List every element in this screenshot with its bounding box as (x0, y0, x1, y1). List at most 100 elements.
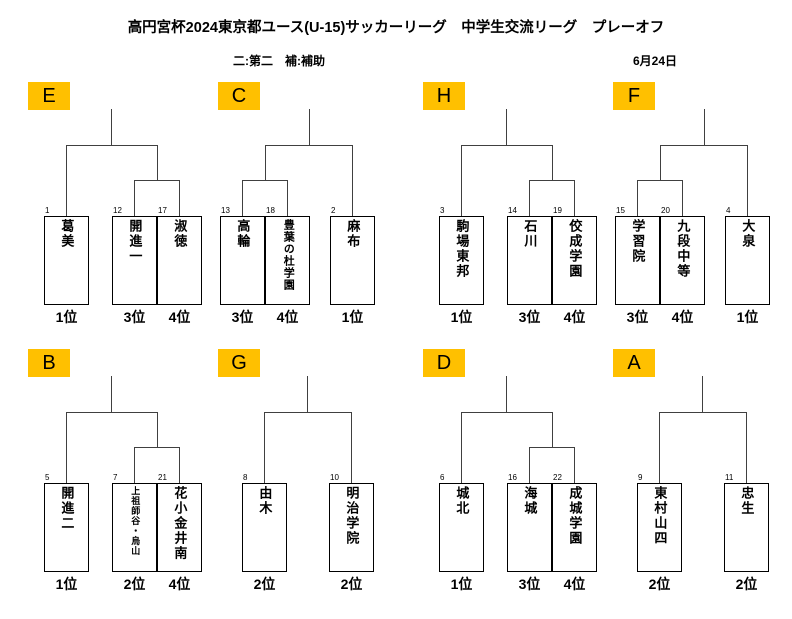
team-name: 花小金井南 (172, 486, 188, 561)
team-rank: 1位 (341, 309, 364, 325)
team-slot: 3 駒場東邦 1位 (439, 206, 484, 327)
connector-line (529, 180, 575, 181)
team-box: 開進二 (44, 483, 89, 572)
team-slot: 20 九段中等 4位 (660, 206, 705, 327)
team-name: 石川 (522, 219, 538, 249)
team-number: 14 (508, 206, 517, 215)
team-box: 駒場東邦 (439, 216, 484, 305)
bracket-group-b: B 5 開進二 1位 7 上祖師谷・烏山 2位 21 花小金井南 4位 (20, 347, 210, 599)
team-box: 花小金井南 (157, 483, 202, 572)
group-label: A (613, 349, 655, 377)
connector-line (461, 145, 553, 146)
team-slot: 16 海城 3位 (507, 473, 552, 594)
team-slot: 5 開進二 1位 (44, 473, 89, 594)
team-number: 5 (45, 473, 50, 482)
bracket-group-h: H 3 駒場東邦 1位 14 石川 3位 19 佼成学園 4位 (415, 80, 605, 332)
team-name: 葛美 (59, 219, 75, 249)
connector-line (264, 412, 265, 483)
team-rank: 4位 (168, 309, 191, 325)
connector-line (552, 145, 553, 180)
connector-line (157, 412, 158, 447)
team-rank: 1位 (55, 576, 78, 592)
team-name: 淑徳 (172, 219, 188, 249)
team-slot: 8 由木 2位 (242, 473, 287, 594)
team-name: 忠生 (739, 486, 755, 516)
team-box: 海城 (507, 483, 552, 572)
connector-line (134, 447, 135, 483)
team-name: 豊葉の杜学園 (282, 219, 295, 291)
group-label: C (218, 82, 260, 110)
connector-line (179, 447, 180, 483)
connector-line (506, 376, 507, 412)
team-box: 麻布 (330, 216, 375, 305)
team-slot: 17 淑徳 4位 (157, 206, 202, 327)
team-slot: 14 石川 3位 (507, 206, 552, 327)
team-rank: 4位 (563, 576, 586, 592)
bracket-group-g: G 8 由木 2位 10 明治学院 2位 (210, 347, 400, 599)
team-name: 明治学院 (344, 486, 360, 546)
team-name: 海城 (522, 486, 538, 516)
bracket-group-c: C 13 高輪 3位 18 豊葉の杜学園 4位 2 麻布 1位 (210, 80, 400, 332)
team-box: 東村山四 (637, 483, 682, 572)
connector-line (552, 412, 553, 447)
group-label: E (28, 82, 70, 110)
team-name: 大泉 (740, 219, 756, 249)
team-box: 明治学院 (329, 483, 374, 572)
group-label: G (218, 349, 260, 377)
team-number: 7 (113, 473, 118, 482)
team-rank: 4位 (671, 309, 694, 325)
team-box: 成城学園 (552, 483, 597, 572)
connector-line (461, 412, 553, 413)
team-box: 城北 (439, 483, 484, 572)
team-box: 由木 (242, 483, 287, 572)
page-title: 高円宮杯2024東京都ユース(U-15)サッカーリーグ 中学生交流リーグ プレー… (127, 20, 665, 36)
team-name: 佼成学園 (567, 219, 583, 279)
team-number: 2 (331, 206, 336, 215)
team-name: 上祖師谷・烏山 (130, 486, 141, 556)
team-number: 12 (113, 206, 122, 215)
team-name: 麻布 (345, 219, 361, 249)
connector-line (66, 412, 67, 483)
team-number: 6 (440, 473, 445, 482)
team-name: 高輪 (235, 219, 251, 249)
connector-line (659, 412, 747, 413)
bracket-group-f: F 15 学習院 3位 20 九段中等 4位 4 大泉 1位 (605, 80, 792, 332)
team-rank: 4位 (168, 576, 191, 592)
team-box: 大泉 (725, 216, 770, 305)
legend-note: 二:第二 補:補助 (233, 54, 325, 68)
team-name: 九段中等 (675, 219, 691, 279)
connector-line (506, 109, 507, 145)
team-number: 15 (616, 206, 625, 215)
connector-line (574, 447, 575, 483)
team-slot: 21 花小金井南 4位 (157, 473, 202, 594)
team-rank: 1位 (736, 309, 759, 325)
connector-line (461, 412, 462, 483)
team-number: 9 (638, 473, 643, 482)
connector-line (111, 376, 112, 412)
connector-line (529, 180, 530, 216)
team-number: 17 (158, 206, 167, 215)
team-slot: 7 上祖師谷・烏山 2位 (112, 473, 157, 594)
team-number: 21 (158, 473, 167, 482)
team-number: 16 (508, 473, 517, 482)
team-box: 豊葉の杜学園 (265, 216, 310, 305)
team-name: 東村山四 (652, 486, 668, 546)
connector-line (637, 180, 683, 181)
connector-line (66, 145, 67, 216)
team-box: 石川 (507, 216, 552, 305)
team-rank: 4位 (563, 309, 586, 325)
team-slot: 6 城北 1位 (439, 473, 484, 594)
team-slot: 2 麻布 1位 (330, 206, 375, 327)
team-rank: 3位 (626, 309, 649, 325)
connector-line (351, 412, 352, 483)
team-rank: 2位 (735, 576, 758, 592)
team-name: 開進二 (59, 486, 75, 531)
connector-line (702, 376, 703, 412)
team-number: 8 (243, 473, 248, 482)
connector-line (682, 180, 683, 216)
team-number: 18 (266, 206, 275, 215)
team-slot: 13 高輪 3位 (220, 206, 265, 327)
connector-line (264, 412, 352, 413)
team-number: 10 (330, 473, 339, 482)
